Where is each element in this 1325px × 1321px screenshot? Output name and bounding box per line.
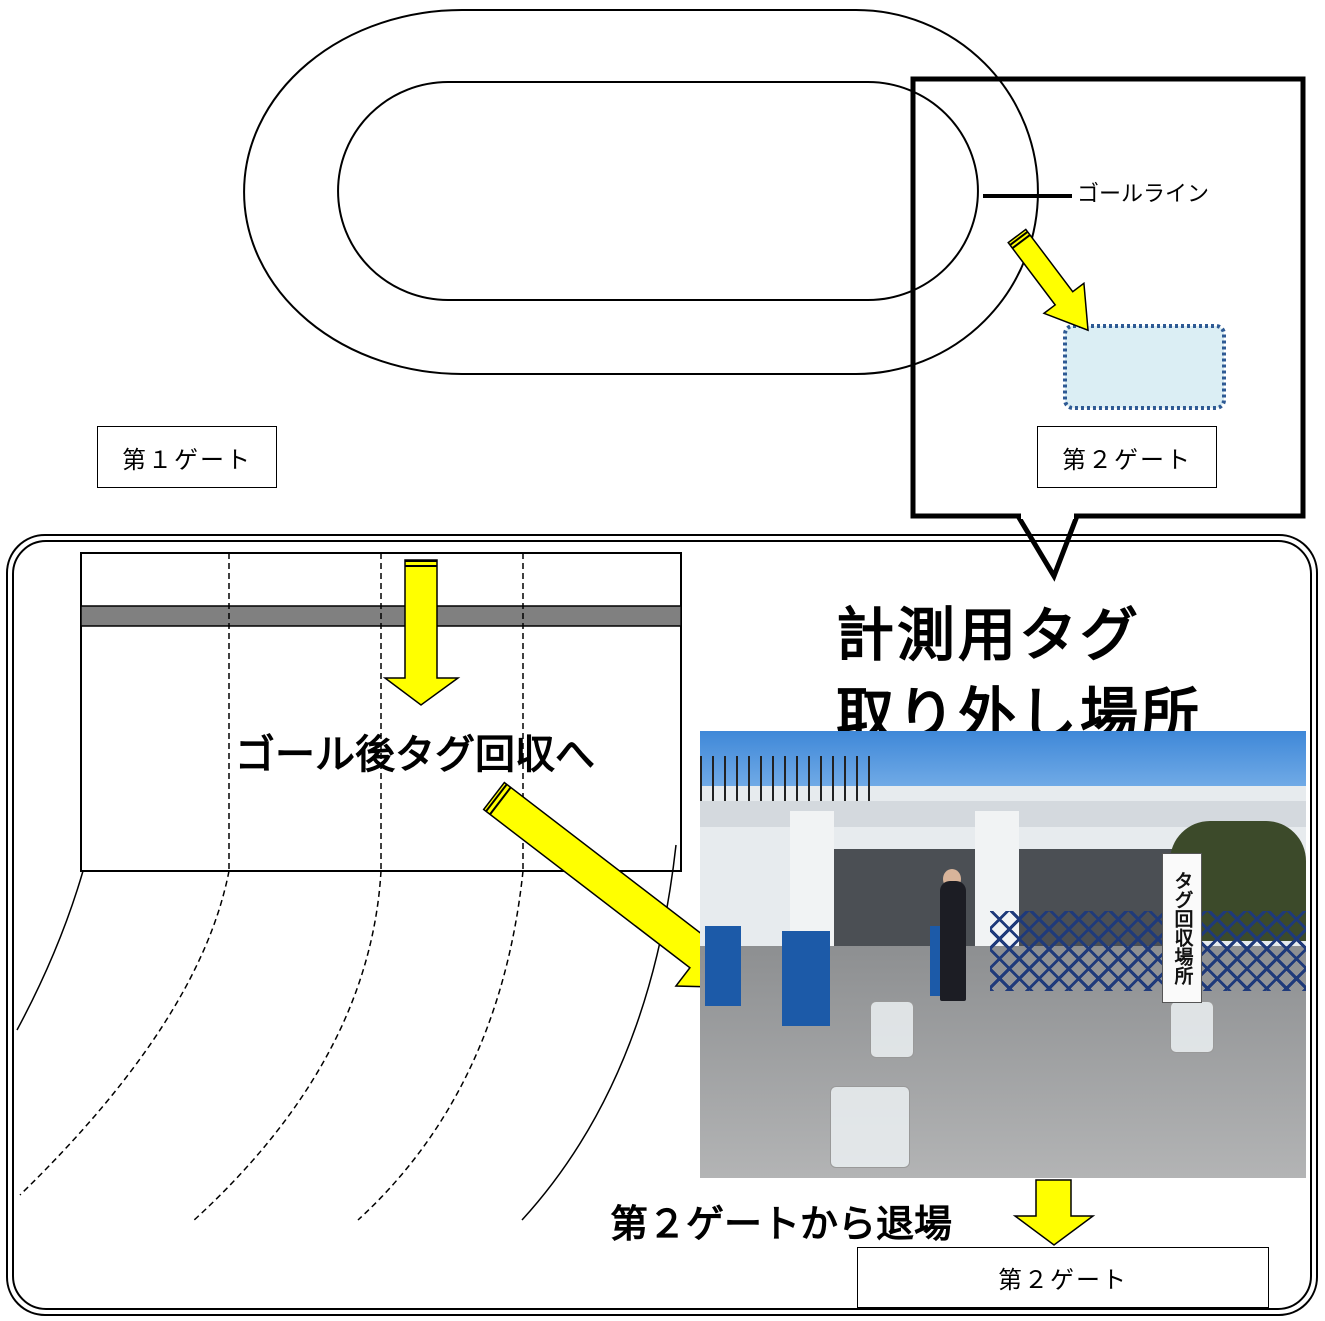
callout-pointer — [1013, 513, 1081, 582]
photo-fence — [990, 911, 1306, 991]
tag-collection-zone — [1063, 324, 1226, 410]
gate1-label: 第１ゲート — [97, 426, 277, 488]
photo-bag — [1170, 1001, 1214, 1053]
photo-bag — [870, 1001, 914, 1058]
gate2-label-top: 第２ゲート — [1037, 426, 1217, 488]
bottom-frame-outer — [6, 534, 1318, 1316]
outer-track — [243, 9, 1039, 375]
arrow-exit — [1012, 1179, 1096, 1246]
after-goal-label: ゴール後タグ回収へ — [235, 732, 595, 778]
photo-person — [940, 881, 966, 1001]
photo-railing — [700, 756, 870, 806]
callout-box — [910, 76, 1306, 519]
lane-curve — [357, 870, 524, 1221]
photo-bag — [830, 1086, 910, 1168]
title-line1: 計測用タグ — [836, 601, 1142, 669]
photo-bin — [782, 931, 830, 1026]
inner-track — [337, 81, 979, 301]
exit-label: 第２ゲートから退場 — [610, 1202, 953, 1246]
lane-curve — [19, 870, 230, 1196]
photo-bin — [705, 926, 741, 1006]
gate2-label-bottom: 第２ゲート — [857, 1247, 1269, 1308]
bottom-frame-inner — [12, 540, 1312, 1310]
lane-curve — [16, 870, 84, 1031]
arrow-to-zone — [1007, 228, 1089, 332]
photo-sign: タグ回収場所 — [1162, 853, 1202, 1003]
lane-curve — [191, 870, 382, 1223]
arrow-down-finish — [382, 559, 461, 706]
tag-collection-photo: タグ回収場所 — [700, 731, 1306, 1178]
goal-line-label: ゴールライン — [1077, 182, 1210, 207]
